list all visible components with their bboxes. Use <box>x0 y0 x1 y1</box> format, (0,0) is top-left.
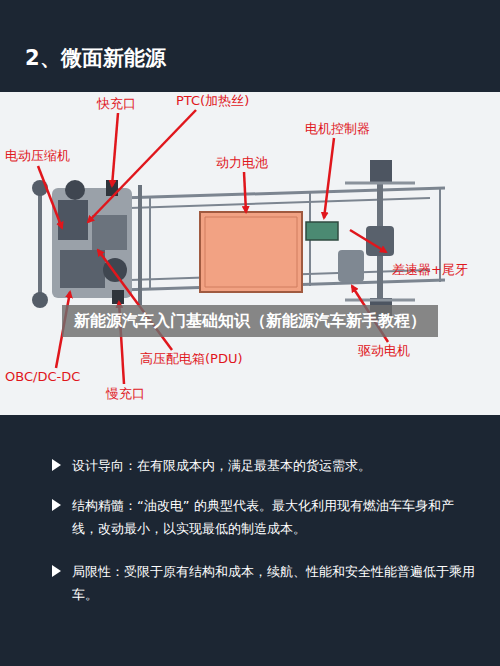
page-title: 2、微面新能源 <box>25 44 166 72</box>
bullet-text: 结构精髓：“油改电” 的典型代表。最大化利用现有燃油车车身和产线，改动最小，以实… <box>72 494 477 540</box>
part-label: 电动压缩机 <box>5 148 70 164</box>
part-label: 动力电池 <box>216 155 268 171</box>
part-label: 驱动电机 <box>358 343 410 359</box>
part-label: 快充口 <box>97 96 136 112</box>
bullet-text: 设计导向：在有限成本内，满足最基本的货运需求。 <box>72 454 477 477</box>
watermark: 新能源汽车入门基础知识（新能源汽车新手教程） <box>62 305 438 337</box>
part-label: OBC/DC-DC <box>5 369 80 385</box>
part-label: 高压配电箱(PDU) <box>140 351 243 367</box>
bullet-text: 局限性：受限于原有结构和成本，续航、性能和安全性能普遍低于乘用车。 <box>72 560 477 606</box>
part-label: 电机控制器 <box>305 121 370 137</box>
part-label: PTC(加热丝) <box>176 93 249 109</box>
part-label: 慢充口 <box>106 386 145 402</box>
part-label: 差速器+尾牙 <box>392 262 468 278</box>
